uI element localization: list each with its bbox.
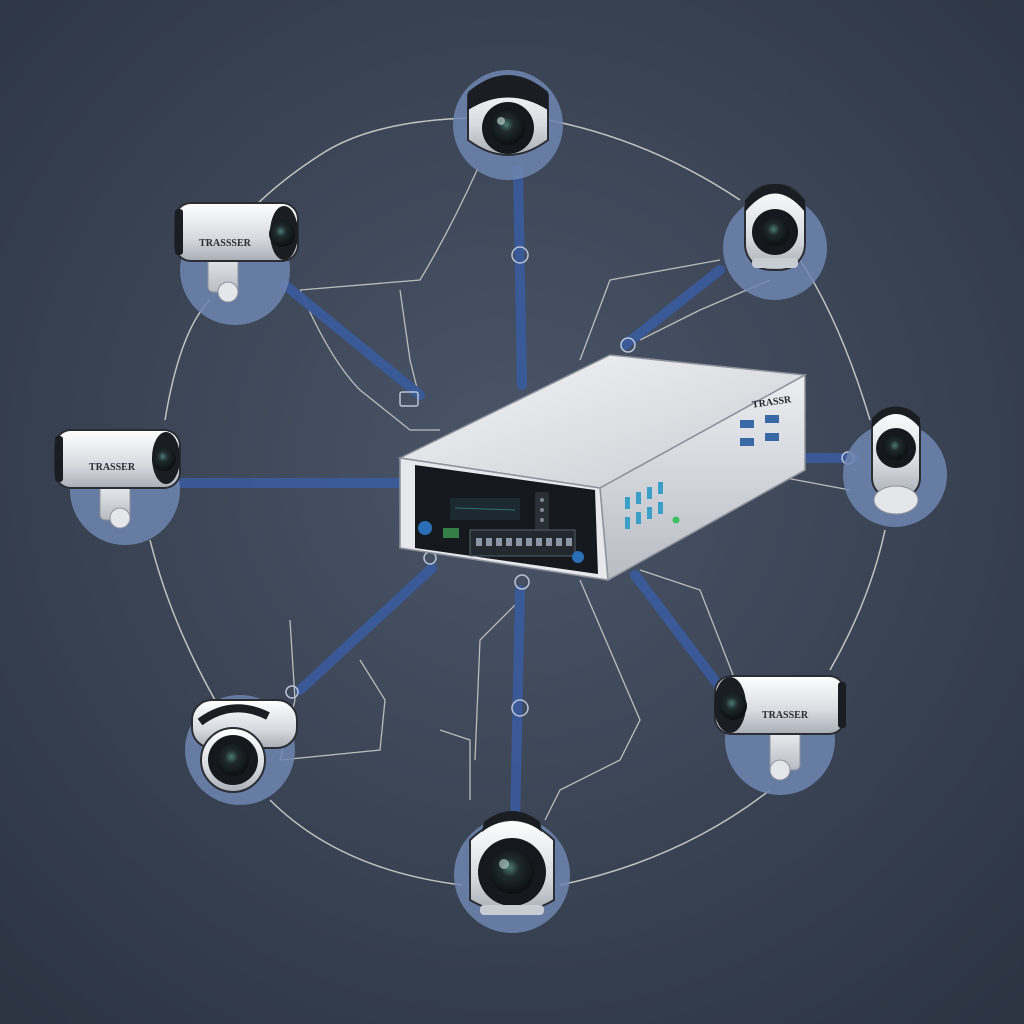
camera-brand-label: TRASSSER xyxy=(199,238,251,249)
camera-top xyxy=(468,75,548,155)
camera-brand-label: TRASSER xyxy=(762,710,809,721)
camera-right xyxy=(872,407,920,515)
camera-top-right xyxy=(745,184,805,270)
camera-brand-label: TRASSER xyxy=(89,462,136,473)
